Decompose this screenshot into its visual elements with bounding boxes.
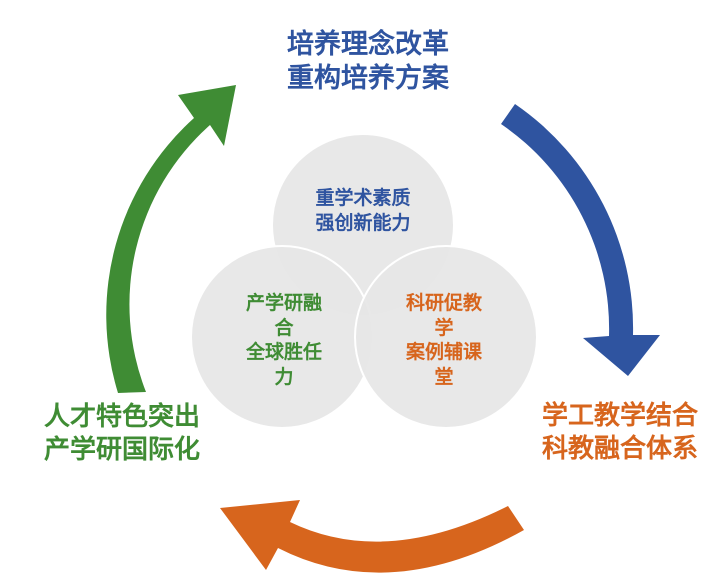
label-right-line-1: 学工教学结合 [541,401,698,431]
label-right: 学工教学结合 科教融合体系 [520,400,720,465]
circle-text-left: 产学研融 合 全球胜任 力 [218,291,350,390]
venn-circle-right [354,245,538,429]
label-right-line-2: 科教融合体系 [541,433,698,464]
label-left-line-2: 产学研国际化 [43,434,200,465]
circle-right-line-2: 学 [434,316,454,339]
label-top-line-1: 培养理念改革 [287,29,449,60]
circle-left-line-1: 产学研融 [245,292,322,314]
circle-text-right: 科研促教 学 案例辅课 堂 [378,291,510,390]
label-left-line-1: 人才特色突出 [43,402,200,432]
circle-left-line-3: 全球胜任 [245,341,322,364]
label-top: 培养理念改革 重构培养方案 [263,28,473,96]
circle-right-line-4: 堂 [434,366,454,389]
circle-text-top: 重学术素质 强创新能力 [283,186,443,235]
circle-right-line-3: 案例辅课 [405,341,482,364]
circle-top-line-1: 重学术素质 [315,187,411,209]
label-left: 人才特色突出 产学研国际化 [22,401,222,466]
label-top-line-2: 重构培养方案 [287,62,449,94]
circle-left-line-2: 合 [274,316,294,339]
circle-top-line-2: 强创新能力 [315,211,411,234]
circle-left-line-4: 力 [274,366,294,389]
orange-arc-arrow [220,500,524,573]
circle-right-line-1: 科研促教 [405,292,482,314]
green-arc-arrow [106,85,236,393]
blue-arc-arrow [501,104,660,376]
